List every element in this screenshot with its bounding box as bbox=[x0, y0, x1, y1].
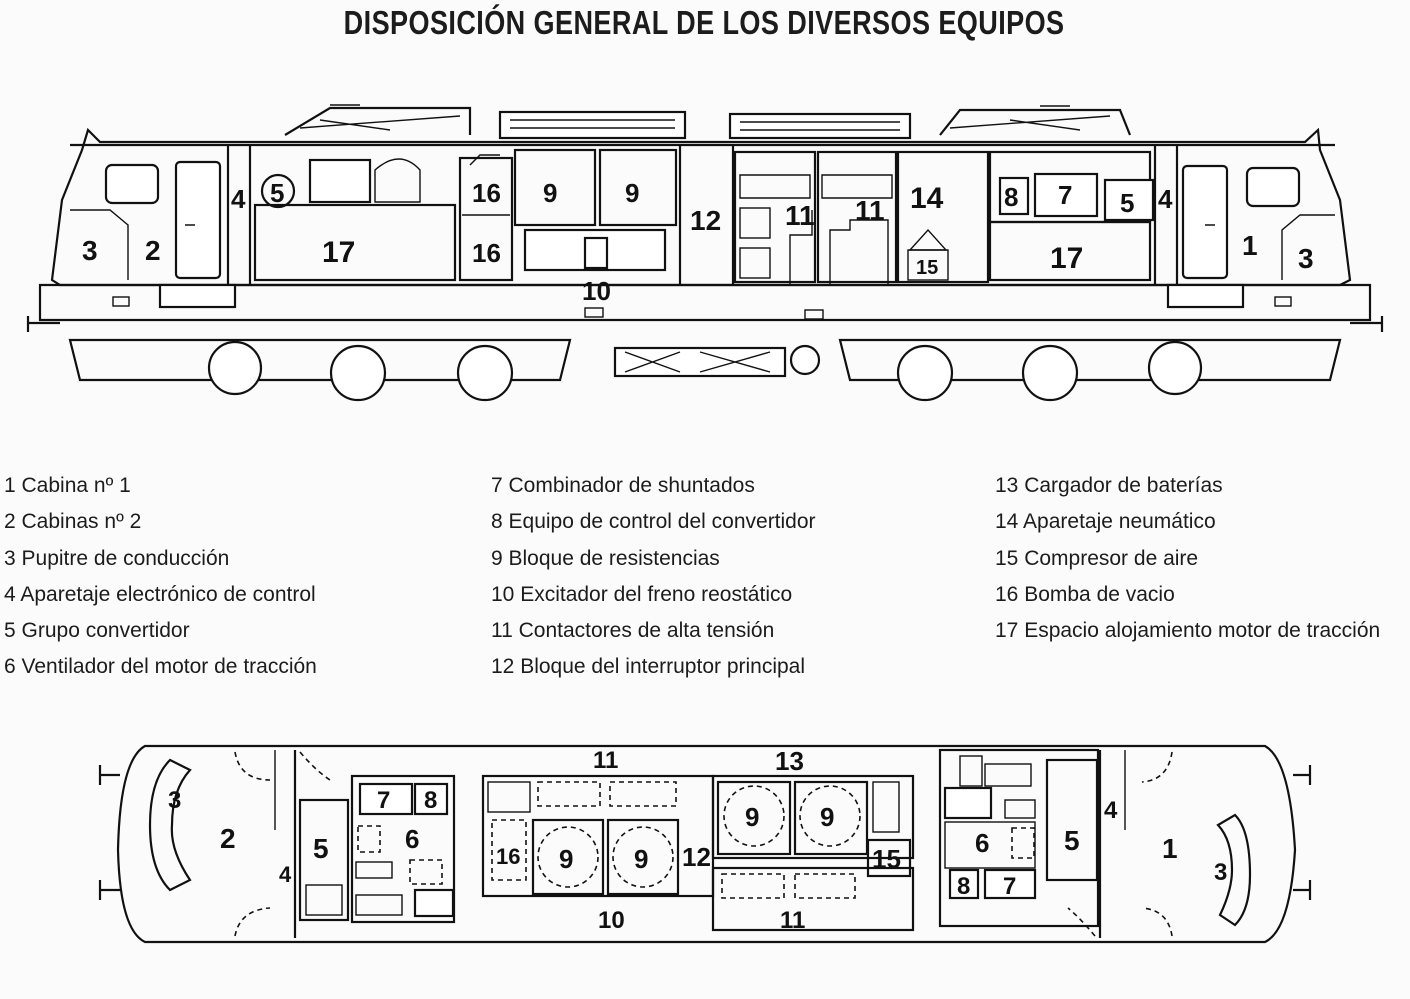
side-label: 7 bbox=[1058, 180, 1072, 210]
plan-label: 5 bbox=[313, 833, 329, 864]
side-label: 2 bbox=[145, 235, 161, 266]
plan-label: 15 bbox=[872, 844, 901, 874]
plan-label: 6 bbox=[405, 824, 419, 854]
locomotive-body bbox=[38, 127, 1372, 322]
side-label: 3 bbox=[82, 235, 98, 266]
side-label: 12 bbox=[690, 205, 721, 236]
side-label: 17 bbox=[322, 236, 355, 269]
side-label: 3 bbox=[1298, 243, 1314, 274]
side-label: 14 bbox=[910, 182, 944, 215]
legend-item: 9 Bloque de resistencias bbox=[491, 546, 720, 570]
side-label: 5 bbox=[1120, 188, 1134, 218]
legend-item: 15 Compresor de aire bbox=[995, 546, 1199, 570]
side-label: 11 bbox=[785, 200, 815, 231]
plan-label: 8 bbox=[957, 873, 970, 900]
locomotive-plan-view: 11 13 3 2 4 5 7 8 6 16 9 9 12 9 9 15 6 5… bbox=[98, 744, 1312, 944]
side-label: 15 bbox=[916, 257, 938, 279]
plan-label: 13 bbox=[775, 746, 804, 776]
roof-equipment bbox=[284, 104, 1132, 140]
plan-label: 16 bbox=[496, 844, 520, 869]
side-label: 17 bbox=[1050, 242, 1083, 275]
legend-item: 10 Excitador del freno reostático bbox=[491, 582, 793, 606]
side-label: 4 bbox=[231, 184, 246, 214]
legend-item: 7 Combinador de shuntados bbox=[491, 474, 755, 497]
plan-label: 5 bbox=[1064, 825, 1080, 856]
locomotive-side-elevation: 3 2 4 5 17 16 16 9 9 12 11 11 14 15 10 8… bbox=[26, 104, 1384, 402]
side-label: 10 bbox=[582, 276, 611, 306]
equipment-compartments bbox=[253, 145, 1155, 285]
plan-label: 9 bbox=[820, 802, 834, 832]
plan-label: 12 bbox=[682, 842, 711, 872]
side-label: 11 bbox=[855, 195, 885, 226]
diagram-title: DISPOSICIÓN GENERAL DE LOS DIVERSOS EQUI… bbox=[343, 4, 1065, 41]
plan-label: 2 bbox=[220, 823, 236, 854]
plan-label: 10 bbox=[598, 907, 625, 934]
side-label: 5 bbox=[270, 178, 284, 208]
plan-equipment bbox=[298, 748, 1100, 932]
plan-label: 11 bbox=[780, 907, 805, 934]
plan-label: 6 bbox=[975, 828, 989, 858]
plan-label: 9 bbox=[745, 802, 759, 832]
plan-label: 8 bbox=[424, 787, 437, 814]
plan-view-labels: 11 13 3 2 4 5 7 8 6 16 9 9 12 9 9 15 6 5… bbox=[168, 746, 1227, 934]
legend-item: 5 Grupo convertidor bbox=[4, 619, 190, 643]
side-label: 1 bbox=[1242, 230, 1258, 261]
side-label: 9 bbox=[543, 178, 557, 208]
legend-item: 11 Contactores de alta tensión bbox=[491, 619, 775, 643]
plan-label: 9 bbox=[634, 844, 648, 874]
plan-label: 4 bbox=[279, 862, 292, 887]
legend-item: 8 Equipo de control del convertidor bbox=[491, 510, 816, 534]
plan-label: 3 bbox=[168, 787, 181, 814]
side-label: 16 bbox=[472, 178, 501, 208]
plan-label: 1 bbox=[1162, 833, 1178, 864]
plan-label: 3 bbox=[1214, 859, 1227, 886]
plan-label: 7 bbox=[1003, 873, 1016, 900]
legend-item: 14 Aparetaje neumático bbox=[995, 510, 1216, 534]
plan-label: 9 bbox=[559, 844, 573, 874]
legend-column-3: 13 Cargador de baterías 14 Aparetaje neu… bbox=[995, 468, 1380, 649]
plan-label: 11 bbox=[593, 747, 618, 774]
legend-item: 13 Cargador de baterías bbox=[995, 474, 1223, 497]
legend-item: 2 Cabinas nº 2 bbox=[4, 510, 142, 534]
plan-label: 7 bbox=[377, 787, 390, 814]
plan-outline bbox=[98, 744, 1312, 944]
legend-item: 17 Espacio alojamiento motor de tracción bbox=[995, 619, 1381, 643]
frame-details bbox=[26, 283, 1384, 332]
side-label: 4 bbox=[1158, 184, 1173, 214]
legend-item: 3 Pupitre de conducción bbox=[4, 546, 230, 570]
legend-item: 1 Cabina nº 1 bbox=[4, 474, 131, 497]
legend-item: 4 Aparetaje electrónico de control bbox=[4, 582, 316, 606]
legend-column-2: 7 Combinador de shuntados 8 Equipo de co… bbox=[491, 468, 816, 686]
legend-column-1: 1 Cabina nº 1 2 Cabinas nº 2 3 Pupitre d… bbox=[4, 468, 317, 686]
legend-item: 12 Bloque del interruptor principal bbox=[491, 655, 806, 679]
side-label: 16 bbox=[472, 238, 501, 268]
legend-item: 16 Bomba de vacio bbox=[995, 582, 1175, 606]
plan-label: 4 bbox=[1104, 797, 1118, 824]
bogies bbox=[68, 338, 1342, 402]
side-elevation-labels: 3 2 4 5 17 16 16 9 9 12 11 11 14 15 10 8… bbox=[82, 178, 1314, 306]
side-label: 9 bbox=[625, 178, 639, 208]
side-label: 8 bbox=[1004, 182, 1018, 212]
legend-item: 6 Ventilador del motor de tracción bbox=[4, 655, 317, 679]
